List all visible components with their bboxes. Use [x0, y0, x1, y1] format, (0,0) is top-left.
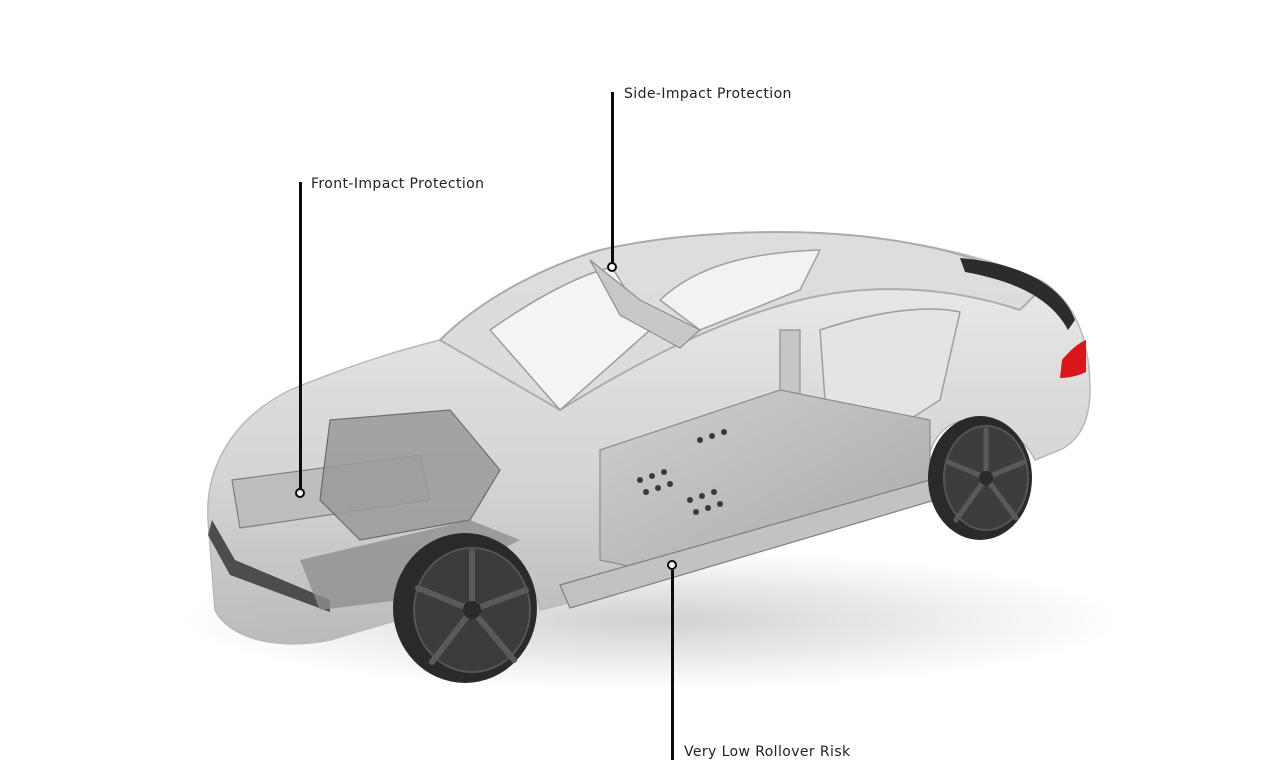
a-pillar	[589, 259, 702, 349]
floor-holes	[637, 429, 727, 515]
rear-wheel	[928, 416, 1032, 540]
front-impact-callout-line	[299, 182, 302, 489]
side-impact-callout-line	[611, 92, 614, 264]
rollover-callout-dot	[667, 560, 677, 570]
windshield-opening	[488, 266, 651, 412]
rollover-callout-line	[671, 570, 674, 760]
front-impact-callout-dot	[295, 488, 305, 498]
rear-spoiler	[960, 258, 1075, 330]
side-impact-label: Side-Impact Protection	[624, 86, 792, 102]
side-impact-callout-dot	[607, 262, 617, 272]
front-wheel	[393, 533, 537, 683]
front-door-opening	[658, 249, 822, 331]
front-impact-label: Front-Impact Protection	[311, 176, 485, 192]
front-bumper-beam	[208, 520, 330, 612]
tail-light	[1060, 340, 1086, 378]
rollover-label: Very Low Rollover Risk	[684, 744, 851, 760]
